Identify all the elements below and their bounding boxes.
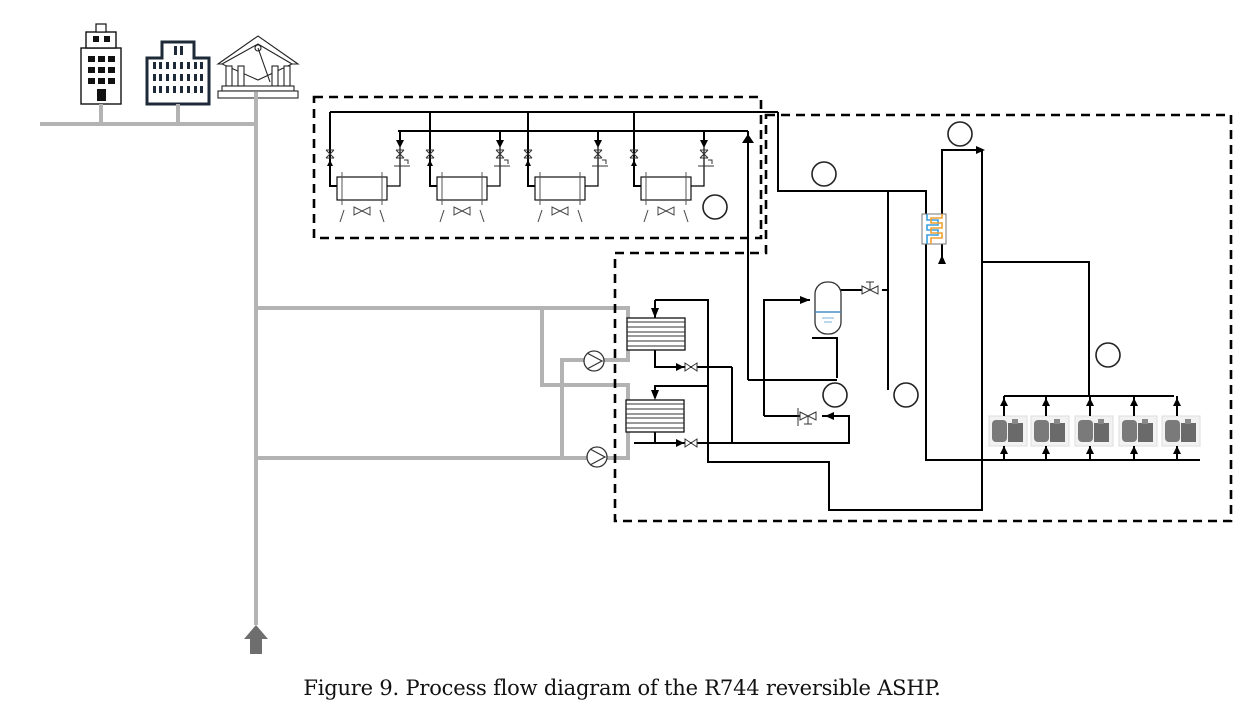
state-point-marker	[811, 161, 837, 187]
check-valve-1-icon	[684, 362, 698, 372]
state-point-marker	[702, 194, 728, 220]
state-point-markers	[702, 121, 1121, 408]
gas-cooler-unit-icon	[325, 131, 410, 223]
expansion-valve-bypass-icon	[797, 408, 817, 426]
office-building-icon	[80, 23, 122, 105]
gas-cooler-unit-icon	[425, 131, 510, 223]
check-valve-2-icon	[684, 438, 698, 448]
compressor-icon	[1074, 396, 1114, 460]
apartment-building-icon	[145, 40, 211, 106]
water-pump-1-icon	[583, 350, 605, 372]
expansion-valve-receiver-icon	[861, 281, 879, 295]
heat-pump-boundary	[613, 113, 1233, 523]
outdoor-unit-boundary	[312, 95, 763, 240]
water-heat-exchanger-2-icon	[625, 399, 685, 433]
state-point-marker	[822, 382, 848, 408]
water-heat-exchanger-1-icon	[626, 317, 686, 351]
university-building-icon	[216, 35, 300, 99]
compressor-icon	[1161, 396, 1201, 460]
state-point-marker	[947, 121, 973, 147]
gas-cooler-unit-icon	[629, 131, 714, 223]
water-pump-2-icon	[586, 446, 608, 468]
district-water-lines	[40, 92, 630, 625]
gas-cooler-unit-icon	[523, 131, 608, 223]
figure-caption: Figure 9. Process flow diagram of the R7…	[303, 676, 941, 700]
internal-heat-exchanger-icon	[921, 213, 947, 245]
compressor-icon	[1118, 396, 1158, 460]
liquid-receiver-icon	[814, 281, 842, 335]
refrigerant-lines	[634, 112, 1200, 511]
flow-arrows	[651, 134, 985, 447]
state-point-marker	[893, 382, 919, 408]
compressor-icon	[1030, 396, 1070, 460]
supply-arrow-icon	[244, 625, 268, 654]
state-point-marker	[1095, 342, 1121, 368]
compressor-icon	[988, 396, 1028, 460]
